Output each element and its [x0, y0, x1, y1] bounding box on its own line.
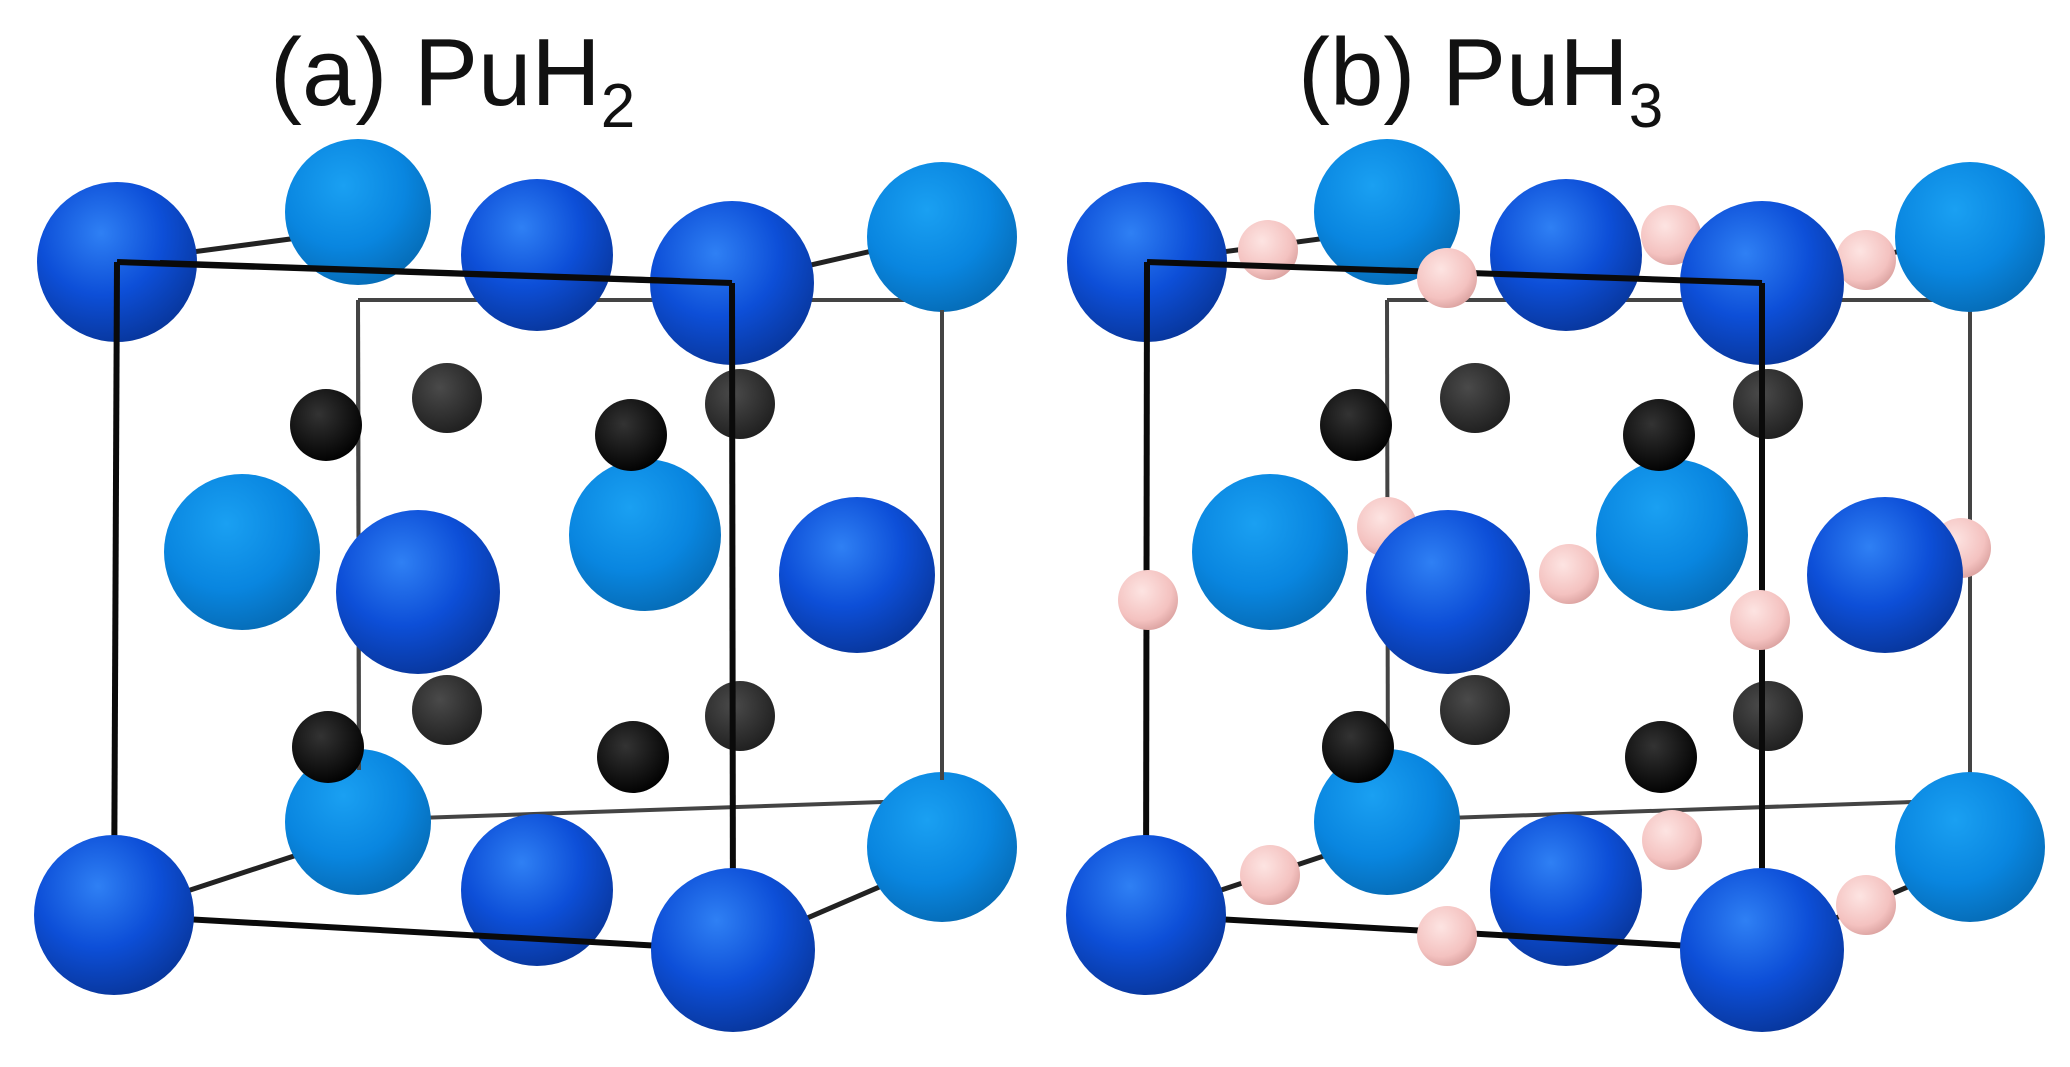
- h-atom-tetrahedral: [597, 721, 669, 793]
- pu-atom-back: [1192, 474, 1348, 630]
- pu-atom-back: [164, 474, 320, 630]
- pu-atom-front: [1680, 868, 1844, 1032]
- h-atom-octahedral: [1417, 906, 1477, 966]
- h-atom-octahedral: [1730, 590, 1790, 650]
- panel-b-subscript: 3: [1628, 72, 1664, 141]
- pu-atom-front: [651, 868, 815, 1032]
- h-atom-octahedral: [1642, 810, 1702, 870]
- h-atom-tetrahedral: [412, 363, 482, 433]
- pu-atom-back: [1314, 749, 1460, 895]
- cell-edge: [159, 260, 681, 284]
- panel-a-title: (a) PuH2: [270, 8, 635, 138]
- pu-atom-back: [569, 459, 721, 611]
- panel-a-subscript: 2: [600, 72, 636, 141]
- pu-atom-back: [867, 772, 1017, 922]
- h-atom-tetrahedral: [1440, 363, 1510, 433]
- h-atom-octahedral: [1238, 220, 1298, 280]
- pu-atom-back: [1895, 162, 2045, 312]
- pu-atom-face: [1807, 497, 1963, 653]
- panel-a-formula: PuH: [414, 19, 601, 126]
- h-atom-tetrahedral: [290, 389, 362, 461]
- pu-atom-face: [1490, 179, 1642, 331]
- h-atom-octahedral: [1118, 570, 1178, 630]
- h-atom-tetrahedral: [292, 711, 364, 783]
- cell-edge: [729, 282, 736, 951]
- pu-atom-front: [34, 835, 194, 995]
- h-atom-tetrahedral: [1322, 711, 1394, 783]
- cell-edge: [356, 299, 361, 771]
- pu-atom-back: [1895, 772, 2045, 922]
- pu-atom-back: [285, 749, 431, 895]
- panel-a-unit-cell: [34, 139, 1017, 1032]
- pu-atom-back: [1596, 459, 1748, 611]
- panel-b-formula: PuH: [1442, 19, 1629, 126]
- pu-atom-face: [779, 497, 935, 653]
- h-atom-tetrahedral: [1320, 389, 1392, 461]
- h-atom-octahedral: [1240, 845, 1300, 905]
- h-atom-tetrahedral: [595, 399, 667, 471]
- pu-atom-face: [336, 510, 500, 674]
- h-atom-tetrahedral: [1623, 399, 1695, 471]
- h-atom-octahedral: [1539, 544, 1599, 604]
- h-atom-tetrahedral: [1733, 369, 1803, 439]
- cell-edge: [111, 261, 120, 916]
- pu-atom-face: [461, 179, 613, 331]
- h-atom-octahedral: [1836, 230, 1896, 290]
- h-atom-tetrahedral: [705, 369, 775, 439]
- pu-atom-back: [867, 162, 1017, 312]
- pu-atom-back: [1314, 139, 1460, 285]
- h-atom-octahedral: [1641, 205, 1701, 265]
- panel-b-unit-cell: [1066, 139, 2045, 1032]
- pu-atom-back: [285, 139, 431, 285]
- h-atom-octahedral: [1836, 875, 1896, 935]
- h-atom-tetrahedral: [412, 675, 482, 745]
- pu-atom-face: [461, 814, 613, 966]
- cell-edge: [1387, 798, 1971, 822]
- cell-edge: [113, 912, 734, 953]
- h-atom-tetrahedral: [705, 681, 775, 751]
- panel-b-title: (b) PuH3: [1298, 8, 1663, 138]
- panel-b-label: (b): [1298, 19, 1416, 126]
- h-atom-tetrahedral: [1440, 675, 1510, 745]
- panel-a-label: (a): [270, 19, 388, 126]
- h-atom-octahedral: [1417, 248, 1477, 308]
- pu-atom-face: [1490, 814, 1642, 966]
- h-atom-tetrahedral: [1733, 681, 1803, 751]
- pu-atom-face: [1366, 510, 1530, 674]
- cell-edge: [358, 798, 943, 822]
- pu-atom-front: [1066, 835, 1226, 995]
- h-atom-tetrahedral: [1625, 721, 1697, 793]
